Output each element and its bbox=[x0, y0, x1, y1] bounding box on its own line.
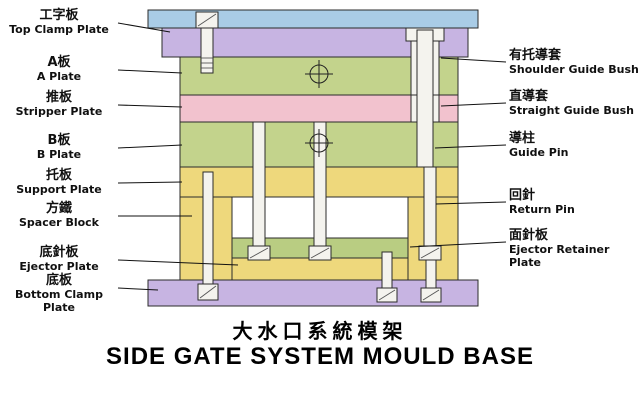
leader-retainer-plate bbox=[409, 241, 507, 248]
label-b-plate-en: B Plate bbox=[36, 148, 82, 161]
label-shoulder-guide-bush-en: Shoulder Guide Bush bbox=[509, 63, 639, 76]
title-english: SIDE GATE SYSTEM MOULD BASE bbox=[106, 343, 534, 370]
screw-shaft bbox=[381, 251, 393, 289]
socket-screw-ejector-a bbox=[376, 251, 398, 303]
label-return-pin: 回針 Return Pin bbox=[509, 188, 640, 216]
leader-bottom-clamp bbox=[117, 287, 159, 291]
label-return-pin-en: Return Pin bbox=[509, 203, 575, 216]
label-ejector-plate-en: Ejector Plate bbox=[19, 260, 99, 273]
label-guide-pin-en: Guide Pin bbox=[509, 146, 569, 159]
hatch-line bbox=[420, 247, 440, 259]
label-support-plate-zh: 托板 bbox=[45, 168, 72, 183]
screw-shaft bbox=[202, 171, 214, 285]
label-straight-guide-bush: 直導套 Straight Guide Bush bbox=[509, 89, 640, 117]
leader-top-clamp bbox=[117, 22, 171, 33]
return-pin-right-shape bbox=[418, 166, 442, 261]
label-stripper-plate-en: Stripper Plate bbox=[15, 105, 103, 118]
label-straight-guide-bush-zh: 直導套 bbox=[509, 89, 549, 104]
leader-guide-pin bbox=[434, 144, 507, 149]
label-ejector-plate: 底針板 Ejector Plate bbox=[0, 245, 118, 273]
socket-screw-spacer-left bbox=[197, 171, 219, 301]
pin-shaft bbox=[423, 166, 437, 247]
hatch-line bbox=[197, 13, 217, 27]
guide-pin-shape bbox=[416, 29, 434, 168]
pin-shaft bbox=[252, 121, 266, 247]
leader-lines bbox=[117, 22, 507, 291]
hatch-line bbox=[199, 285, 217, 299]
label-shoulder-guide-bush-zh: 有托導套 bbox=[509, 48, 562, 63]
cap-screw-top bbox=[195, 11, 219, 74]
leader-a-plate bbox=[117, 69, 183, 74]
label-stripper-plate: 推板 Stripper Plate bbox=[0, 90, 118, 118]
leader-straight-bush bbox=[440, 102, 507, 107]
label-ejector-plate-zh: 底針板 bbox=[39, 245, 79, 260]
center-mark-a-plate bbox=[305, 60, 333, 88]
label-spacer-block: 方鐵 Spacer Block bbox=[0, 201, 118, 229]
screw-shaft bbox=[200, 27, 214, 74]
leader-stripper bbox=[117, 104, 183, 108]
label-straight-guide-bush-en: Straight Guide Bush bbox=[509, 104, 634, 117]
label-b-plate-zh: B板 bbox=[47, 133, 71, 148]
label-bottom-clamp-plate: 底板 Bottom Clamp Plate bbox=[0, 273, 118, 314]
label-ejector-retainer-plate-en: Ejector Retainer Plate bbox=[509, 243, 610, 269]
label-a-plate-zh: A板 bbox=[47, 55, 71, 70]
title-chinese: 大水口系統模架 bbox=[232, 319, 408, 343]
center-pin-shape bbox=[308, 121, 332, 261]
hatch-line bbox=[422, 289, 440, 301]
hatch-line bbox=[249, 247, 269, 259]
leader-b-plate bbox=[117, 144, 183, 149]
label-guide-pin-zh: 導柱 bbox=[509, 131, 536, 146]
label-top-clamp-plate: 工字板 Top Clamp Plate bbox=[0, 8, 118, 36]
leader-support bbox=[117, 181, 183, 184]
label-shoulder-guide-bush: 有托導套 Shoulder Guide Bush bbox=[509, 48, 640, 76]
label-support-plate-en: Support Plate bbox=[16, 183, 102, 196]
label-stripper-plate-zh: 推板 bbox=[45, 90, 72, 105]
label-bottom-clamp-plate-en: Bottom Clamp Plate bbox=[15, 288, 103, 314]
label-return-pin-zh: 回針 bbox=[509, 188, 536, 203]
pin-shaft bbox=[313, 121, 327, 247]
label-spacer-block-zh: 方鐵 bbox=[45, 201, 72, 216]
hatch-line bbox=[310, 247, 330, 259]
return-pin-left-shape bbox=[247, 121, 271, 261]
leader-shoulder-bush bbox=[440, 57, 507, 63]
center-mark-b-plate bbox=[305, 129, 333, 157]
label-support-plate: 托板 Support Plate bbox=[0, 168, 118, 196]
leader-ejector-plate bbox=[117, 259, 239, 266]
label-top-clamp-plate-en: Top Clamp Plate bbox=[9, 23, 109, 36]
label-b-plate: B板 B Plate bbox=[0, 133, 118, 161]
label-guide-pin: 導柱 Guide Pin bbox=[509, 131, 640, 159]
label-top-clamp-plate-zh: 工字板 bbox=[39, 8, 79, 23]
label-ejector-retainer-plate: 面針板 Ejector Retainer Plate bbox=[509, 228, 640, 269]
label-a-plate-en: A Plate bbox=[36, 70, 82, 83]
hatch-line bbox=[378, 289, 396, 301]
screw-shaft bbox=[425, 259, 437, 289]
leader-return-pin bbox=[435, 201, 507, 205]
socket-screw-ejector-b bbox=[420, 259, 442, 303]
label-bottom-clamp-plate-zh: 底板 bbox=[45, 273, 72, 288]
label-ejector-retainer-plate-zh: 面針板 bbox=[509, 228, 549, 243]
label-a-plate: A板 A Plate bbox=[0, 55, 118, 83]
label-spacer-block-en: Spacer Block bbox=[18, 216, 99, 229]
